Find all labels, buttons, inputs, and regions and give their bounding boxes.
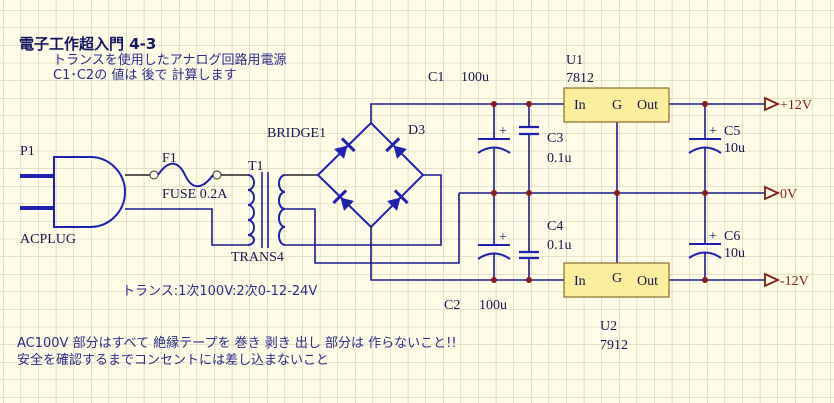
c5-ref: C5 [724,124,740,139]
warning-line2: 安全を確認するまでコンセントには差し込まないこと [17,352,329,368]
capacitor-c4 [519,250,539,260]
diode-bottom-left [332,189,354,211]
regulator-u1: In G Out [563,87,670,123]
c1-plus: + [499,124,507,139]
note-line1: トランスを使用したアナログ回路用電源 [53,52,286,68]
diode-d3 [385,137,407,159]
diode-bottom-right [387,189,409,211]
port-gnd-label: 0V [780,187,797,202]
c1-value: 100u [461,70,489,85]
c1-ref: C1 [428,70,444,85]
c3-ref: C3 [547,131,563,146]
port-gnd-arrow-icon [764,185,781,201]
plug-ref: P1 [20,144,35,159]
warning-line1: AC100V 部分はすべて 絶縁テープを 巻き 剥き 出し 部分は 作らないこと… [17,335,457,351]
c4-ref: C4 [547,219,563,234]
diode-top-left [334,137,356,159]
c5-plus: + [709,124,717,139]
transformer-ref: T1 [248,159,264,174]
bridge-ref: BRIDGE1 [267,126,326,141]
port-pos-label: +12V [780,98,812,113]
plug-value: ACPLUG [20,232,76,247]
sheet-title: 電子工作超入門 4-3 [19,35,156,53]
fuse-symbol [149,162,222,188]
u2-value: 7912 [600,338,628,353]
capacitor-c6 [688,243,722,259]
note-line2: C1･C2の 値は 後で 計算します [53,67,237,83]
regulator-u2: In G Out [563,262,670,298]
u1-value: 7812 [566,71,594,86]
u1-ref: U1 [566,53,583,68]
c6-plus: + [709,229,717,244]
c5-value: 10u [724,141,745,156]
c6-ref: C6 [724,229,740,244]
port-pos-arrow-icon [764,96,781,112]
transformer-symbol [247,172,286,248]
u2-in-pin: In [574,274,586,289]
u2-gnd-pin: G [612,271,622,286]
diode-ref: D3 [408,123,425,138]
u2-ref: U2 [600,319,617,334]
fuse-value: FUSE 0.2A [162,187,228,202]
transformer-spec: トランス:1次100V:2次0-12-24V [122,283,317,299]
c6-value: 10u [724,246,745,261]
capacitor-c1 [477,138,511,154]
c2-plus: + [499,230,507,245]
capacitor-c5 [688,138,722,154]
port-neg-label: -12V [780,274,809,289]
c3-value: 0.1u [547,151,572,166]
capacitor-c3 [519,125,539,136]
c2-ref: C2 [444,298,460,313]
ac-plug-symbol [20,156,126,228]
junction-dots [491,101,708,283]
u1-gnd-pin: G [612,98,622,113]
u1-out-pin: Out [637,98,658,113]
u1-in-pin: In [574,98,586,113]
transformer-value: TRANS4 [231,250,284,265]
capacitor-c2 [477,244,511,260]
port-neg-arrow-icon [764,272,781,288]
c2-value: 100u [479,298,507,313]
u2-out-pin: Out [637,274,658,289]
fuse-ref: F1 [162,151,177,166]
bridge-rectifier [316,121,425,229]
c4-value: 0.1u [547,238,572,253]
